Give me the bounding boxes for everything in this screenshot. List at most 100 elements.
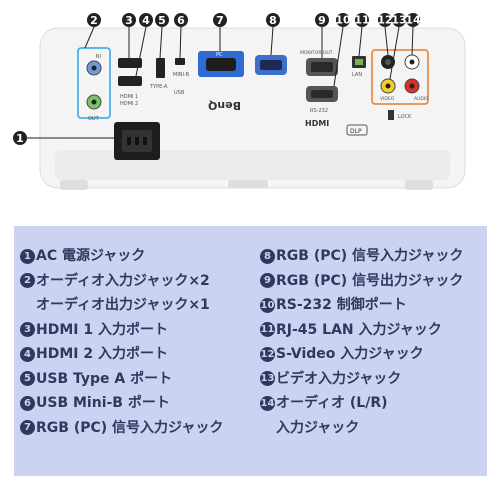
- pc-label: PC: [216, 52, 223, 58]
- pc-input-2-pins: [260, 60, 282, 70]
- legend-item: オーディオ出力ジャック×1: [20, 293, 266, 318]
- rs232-label: RS-232: [310, 108, 328, 114]
- callout-line-12: [384, 26, 389, 56]
- brand-logo: BenQ: [208, 99, 241, 112]
- callout-10: [336, 13, 350, 27]
- s-video-jack-hole: [385, 59, 391, 65]
- ac-pin-3: [143, 137, 147, 145]
- callout-5: [155, 13, 169, 27]
- audio-jack-group: [77, 47, 111, 119]
- lan-label: LAN: [352, 72, 362, 78]
- foot-left: [60, 180, 88, 190]
- callout-4: [139, 13, 153, 27]
- callout-3-number: 3: [125, 14, 133, 27]
- callout-2-number: 2: [90, 14, 98, 27]
- callout-7-number: 7: [216, 14, 224, 27]
- hdmi-1-label: HDMI 1: [120, 94, 138, 100]
- legend-text: HDMI 1 入力ポート: [36, 321, 168, 338]
- legend-text: ビデオ入力ジャック: [276, 370, 402, 387]
- callout-line-8: [270, 26, 274, 56]
- hdmi-2-label: HDMI 2: [120, 101, 138, 107]
- callout-6: [174, 13, 188, 27]
- audio-in-jack-hole: [91, 65, 97, 71]
- monitor-out-label: MONITOR OUT: [300, 50, 333, 56]
- callout-5-number: 5: [158, 14, 166, 27]
- legend-badge: 9: [260, 273, 275, 289]
- callout-8: [266, 13, 280, 27]
- video-label: VIDEO: [380, 96, 395, 102]
- callout-line-2: [84, 26, 95, 49]
- legend-badge: 8: [260, 248, 275, 264]
- usb-label: USB: [174, 90, 185, 96]
- callout-lines: [26, 26, 414, 139]
- audio-label: AUDIO: [414, 96, 429, 102]
- callout-line-14: [411, 26, 414, 56]
- audio-in-label: IN: [96, 52, 101, 58]
- legend-text: RGB (PC) 信号出力ジャック: [276, 272, 464, 289]
- legend-text: オーディオ出力ジャック×1: [36, 297, 210, 313]
- legend-text: HDMI 2 入力ポート: [36, 346, 168, 362]
- lan-led: [355, 59, 363, 65]
- legend-badge: 4: [20, 346, 35, 362]
- callout-12-number: 12: [377, 14, 392, 27]
- audio-out-label: OUT: [88, 116, 100, 122]
- callout-2: [87, 13, 101, 27]
- callout-1-number: 1: [16, 132, 24, 145]
- legend-text: RS-232 制御ポート: [276, 297, 407, 313]
- callout-14-number: 14: [405, 14, 421, 27]
- audio-out-jack-hole: [91, 99, 97, 105]
- callout-9: [315, 13, 329, 27]
- legend-badge: 11: [260, 322, 275, 338]
- projector-rear-photo: IN OUT HDMI 1 HDMI 2 TYPE-A USB MINI-B P…: [0, 0, 500, 210]
- callout-line-4: [135, 26, 147, 77]
- callout-1: [13, 131, 27, 145]
- callout-3: [122, 13, 136, 27]
- ac-pin-1: [127, 137, 131, 145]
- usb-type-a-port: [156, 58, 165, 78]
- legend-badge: 3: [20, 322, 35, 338]
- legend-text: RGB (PC) 信号入力ジャック: [276, 248, 464, 264]
- callout-11-number: 11: [354, 14, 369, 27]
- callout-10-number: 10: [335, 14, 351, 27]
- legend-badge: 10: [260, 297, 275, 313]
- monitor-out-pins: [311, 62, 333, 72]
- legend-text: USB Type A ポート: [36, 370, 173, 387]
- foot-middle: [228, 180, 268, 188]
- foot-right: [405, 180, 433, 190]
- callout-12: [378, 13, 392, 27]
- callout-13-number: 13: [391, 14, 406, 27]
- callout-6-number: 6: [177, 14, 185, 27]
- callout-line-10: [333, 26, 344, 87]
- legend-badge: 13: [260, 371, 275, 387]
- ac-pin-2: [135, 137, 139, 145]
- usb-mini-b-port: [175, 58, 185, 65]
- legend-text: USB Mini-B ポート: [36, 395, 170, 411]
- video-jack-hole: [385, 83, 391, 89]
- callout-8-number: 8: [269, 14, 277, 27]
- rs232-pins: [311, 90, 333, 98]
- legend-text: AC 電源ジャック: [36, 248, 146, 264]
- pc-input-port: [206, 58, 236, 71]
- lock-label: LOCK: [398, 114, 412, 120]
- legend-badge: 6: [20, 395, 35, 411]
- callouts: 2 3 4 5 6 7 8 9 10 11 12 13 14 1: [13, 13, 421, 145]
- av-group: [371, 49, 429, 105]
- usb-type-a-label: TYPE-A: [149, 84, 168, 90]
- legend-item: 入力ジャック: [260, 416, 486, 441]
- legend-text: RGB (PC) 信号入力ジャック: [36, 419, 224, 436]
